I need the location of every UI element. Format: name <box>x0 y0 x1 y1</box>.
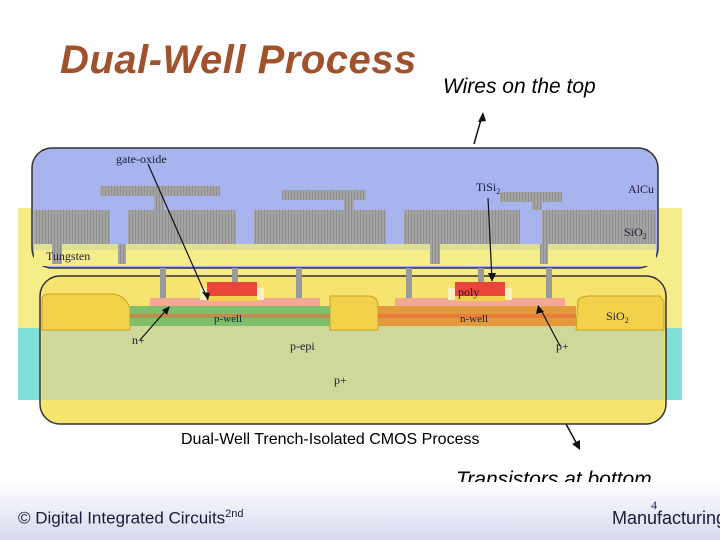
tungsten-label: Tungsten <box>46 249 90 263</box>
sio2-lower-label: SiO2 <box>606 309 629 325</box>
sio2-upper-label: SiO2 <box>624 225 647 241</box>
metal-2-right <box>500 192 562 202</box>
gate-oxide-pointer <box>147 163 209 301</box>
nplus-pointer <box>139 307 169 341</box>
figure-caption: Dual-Well Trench-Isolated CMOS Process <box>181 431 480 448</box>
p-well-label: p-well <box>214 313 242 325</box>
p-epi-label: p-epi <box>290 339 315 353</box>
pplus-pointer <box>539 307 561 347</box>
trench-right <box>575 295 665 331</box>
gate-oxide-label: gate-oxide <box>116 152 167 166</box>
n-well-label: n-well <box>460 313 488 325</box>
tisi2-label: TiSi2 <box>476 180 500 196</box>
pplus-right-label: p+ <box>556 339 569 353</box>
slide-title: Dual-Well Process <box>60 38 417 82</box>
p-well-diffusion <box>150 298 320 306</box>
nmos-gate-poly <box>207 282 257 298</box>
nplus-label: n+ <box>132 333 145 347</box>
footer-section-title: Manufacturing <box>612 508 720 528</box>
footer-copyright: © Digital Integrated Circuits2nd <box>18 508 244 529</box>
metal-2-mid <box>282 190 366 200</box>
trench-left <box>41 293 131 331</box>
trench-middle <box>329 295 379 331</box>
footer-edition: 2nd <box>225 508 244 520</box>
poly-label: poly <box>458 285 479 299</box>
pmos-gate-poly <box>455 282 505 298</box>
pplus-bottom-label: p+ <box>334 373 347 387</box>
n-well-diffusion <box>395 298 565 306</box>
metal-1-layer <box>34 210 656 244</box>
tisi2-pointer <box>487 197 493 281</box>
footer-copyright-text: © Digital Integrated Circuits <box>18 508 226 528</box>
footer-band <box>0 482 720 540</box>
tungsten-plug <box>160 268 166 298</box>
alcu-label: AlCu <box>628 182 654 196</box>
page-number: 4 <box>651 498 657 512</box>
p-epi-region <box>42 318 664 400</box>
wires-annotation: Wires on the top <box>443 75 596 98</box>
